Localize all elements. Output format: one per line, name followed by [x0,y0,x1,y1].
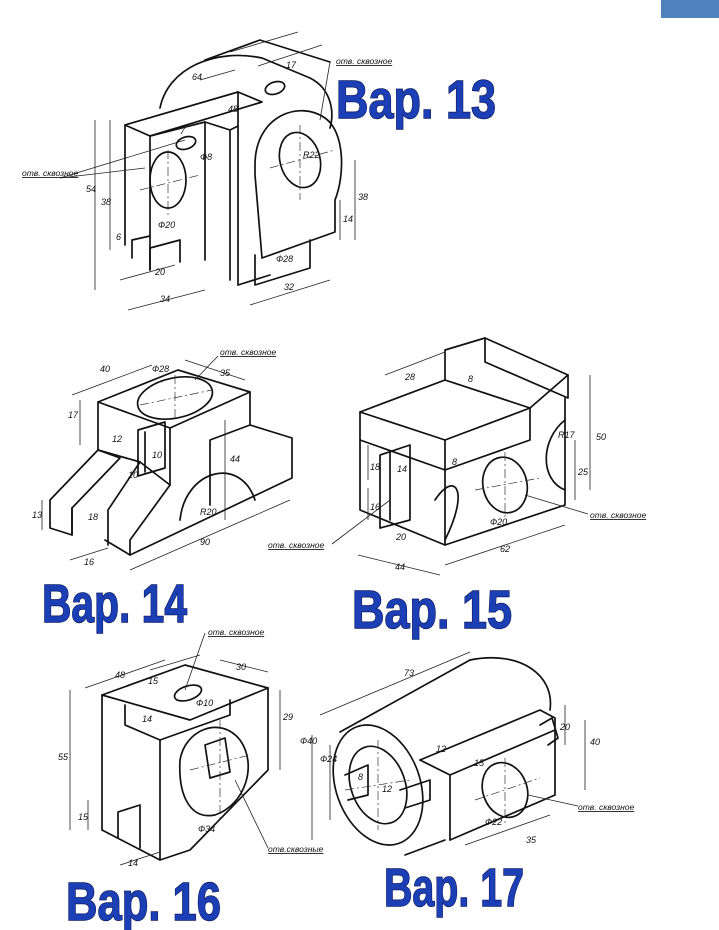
dim-text: 73 [404,668,414,678]
dim-text: 8 [452,457,457,467]
dim-text: 17 [286,60,297,70]
dim-text: 8 [468,374,473,384]
dim-text: 20 [559,722,570,732]
dim-text: 12 [382,784,392,794]
dim-text: 14 [343,214,353,224]
dim-text: 18 [88,512,98,522]
part-v16: 48 15 30 Ф10 14 55 29 15 Ф34 14 отв. скв… [58,627,324,930]
note-label: отв. сквозное [578,802,634,812]
dim-text: 14 [142,714,152,724]
part-v13: 64 17 48 7 Ф8 R22 54 38 6 Ф20 20 34 Ф28 … [22,31,497,311]
dim-text: 17 [68,410,79,420]
dim-text: 48 [228,104,238,114]
dim-text: 48 [115,670,125,680]
note-label: отв. сквозное [590,510,646,520]
note-label: отв. сквозное [22,168,78,178]
dim-text: 55 [58,752,69,762]
dim-text: R17 [558,430,576,440]
dim-text: 64 [192,72,202,82]
dim-text: 15 [78,812,89,822]
dim-text: 14 [397,464,407,474]
dim-text: 30 [236,662,246,672]
part-v14: 40 Ф28 35 17 12 10 10 44 13 18 16 R20 90… [32,347,293,635]
dim-text: Ф10 [196,698,213,708]
dim-text: Ф24 [320,754,337,764]
dim-text: Ф40 [300,736,317,746]
dim-text: R22 [303,150,320,160]
note-label: отв. сквозное [220,347,276,357]
dim-text: 7 [180,126,186,136]
dim-text: 18 [370,462,380,472]
dim-text: 20 [154,267,165,277]
dim-text: 90 [200,537,210,547]
top-corner-accent [661,0,719,18]
dim-text: 16 [370,502,380,512]
dim-text: 10 [128,470,138,480]
dim-text: Ф20 [490,517,507,527]
dim-text: 28 [404,372,415,382]
variant-title: Вар. 14 [42,574,187,634]
dim-text: 20 [395,532,406,542]
variant-title: Вар. 16 [66,872,221,930]
note-label: отв. сквозное [208,627,264,637]
dim-text: 6 [116,232,121,242]
dim-text: 32 [284,282,294,292]
note-label: отв. сквозное [336,56,392,66]
dim-text: 12 [112,434,122,444]
variant-title: Вар. 17 [384,858,524,918]
dim-text: 44 [230,454,240,464]
dim-text: 44 [395,562,405,572]
part-v15: 28 8 50 R17 18 14 8 25 16 20 Ф20 44 62 о… [268,337,646,641]
dim-text: 15 [148,676,159,686]
dim-text: 35 [526,835,537,845]
dim-text: 12 [436,744,446,754]
dim-text: Ф28 [276,254,293,264]
dim-text: 38 [358,192,368,202]
dim-text: 50 [596,432,606,442]
dim-text: 54 [86,184,96,194]
dim-text: 40 [590,737,600,747]
dim-text: 35 [220,368,231,378]
dim-text: 29 [282,712,293,722]
note-label: отв.сквозные [268,844,324,854]
dim-text: 62 [500,544,510,554]
dim-text: 15 [474,758,485,768]
dim-text: Ф22 [485,817,502,827]
dim-text: 40 [100,364,110,374]
dim-text: 14 [128,858,138,868]
dim-text: Ф8 [200,152,212,162]
dim-text: 16 [84,557,94,567]
dim-text: Ф34 [198,824,215,834]
variant-title: Вар. 15 [352,580,512,640]
dim-text: 38 [101,197,111,207]
dim-text: Ф20 [158,220,175,230]
dim-text: 13 [32,510,42,520]
dim-text: 8 [358,772,363,782]
dim-text: 34 [160,294,170,304]
dim-text: Ф28 [152,364,169,374]
note-label: отв. сквозное [268,540,324,550]
dim-text: 10 [152,450,162,460]
dim-text: R20 [200,507,217,517]
dim-text: 25 [577,467,589,477]
variant-title: Вар. 13 [336,70,496,130]
part-v17: 73 Ф40 Ф24 20 40 12 15 12 8 Ф22 35 отв. … [300,651,634,919]
